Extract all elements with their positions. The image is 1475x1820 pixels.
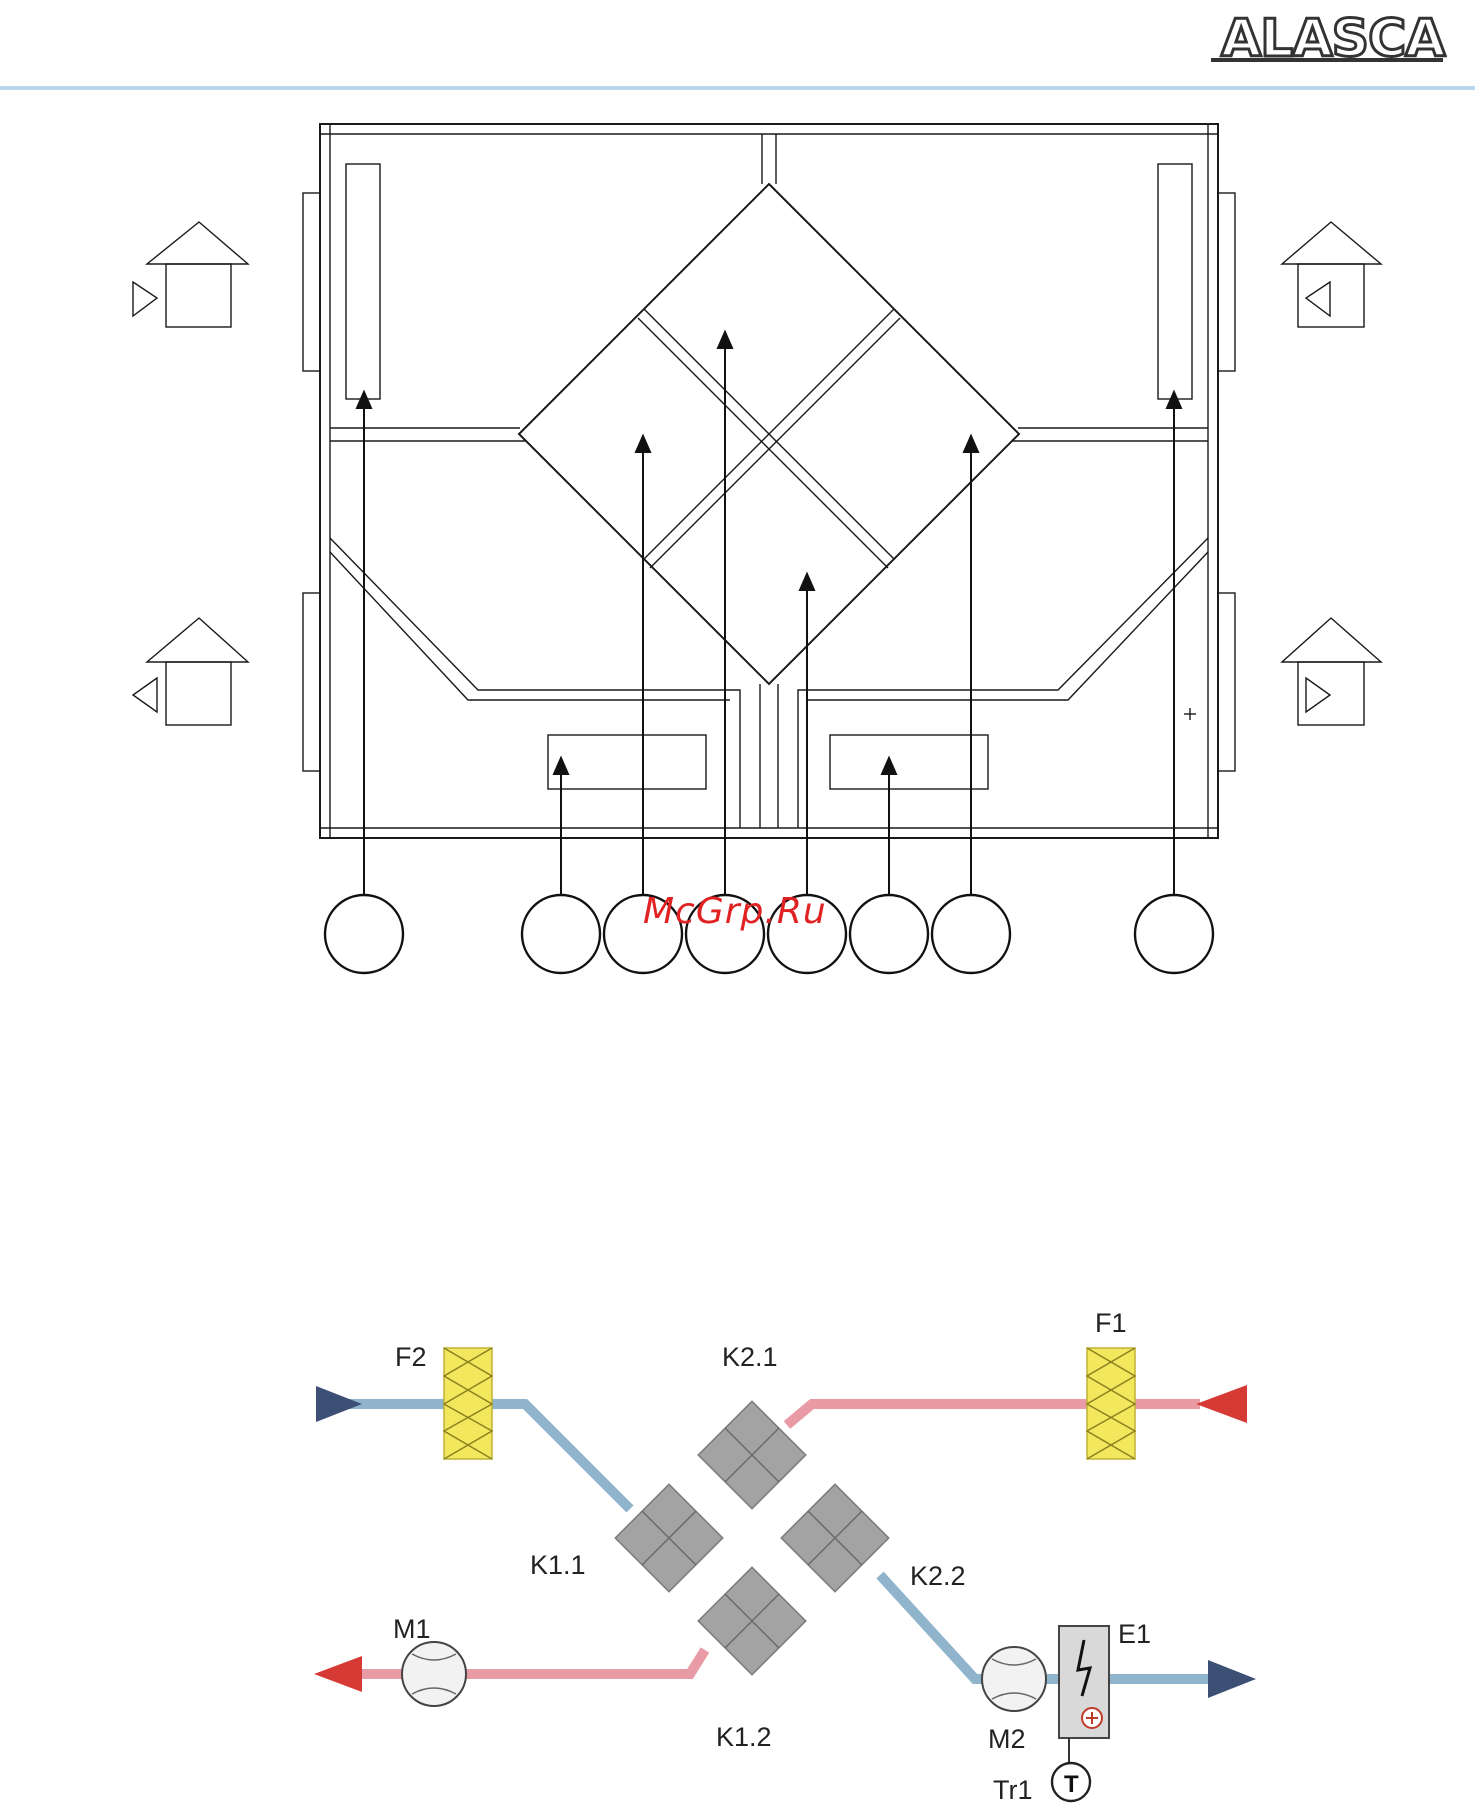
fan-m1-icon (402, 1642, 466, 1706)
exchanger-k2-2 (781, 1484, 888, 1591)
label-k2-2: K2.2 (910, 1561, 966, 1591)
label-m2: M2 (988, 1724, 1026, 1754)
fan-m2-icon (982, 1647, 1046, 1711)
sensor-symbol: T (1064, 1771, 1079, 1798)
label-e1: E1 (1118, 1619, 1151, 1649)
electric-heater-e1-icon (1059, 1626, 1109, 1738)
label-k1-1: K1.1 (530, 1550, 586, 1580)
label-tr1: Tr1 (993, 1775, 1033, 1805)
exchanger-k1-2 (698, 1567, 805, 1674)
exchanger-k1-1 (615, 1484, 722, 1591)
label-f1: F1 (1095, 1308, 1127, 1338)
label-k1-2: K1.2 (716, 1722, 772, 1752)
temperature-sensor-icon: T (1052, 1763, 1090, 1801)
exhaust-air-outlet-arrow (314, 1656, 362, 1692)
label-m1: M1 (393, 1614, 431, 1644)
fresh-air-inlet-arrow (316, 1386, 362, 1422)
extract-air-inlet-arrow (1196, 1385, 1247, 1423)
extract-air-duct (787, 1404, 1200, 1425)
label-k2-1: K2.1 (722, 1342, 778, 1372)
filter-f1-icon (1087, 1348, 1135, 1459)
supply-air-outlet-arrow (1208, 1660, 1256, 1698)
label-f2: F2 (395, 1342, 427, 1372)
filter-f2-icon (444, 1348, 492, 1459)
